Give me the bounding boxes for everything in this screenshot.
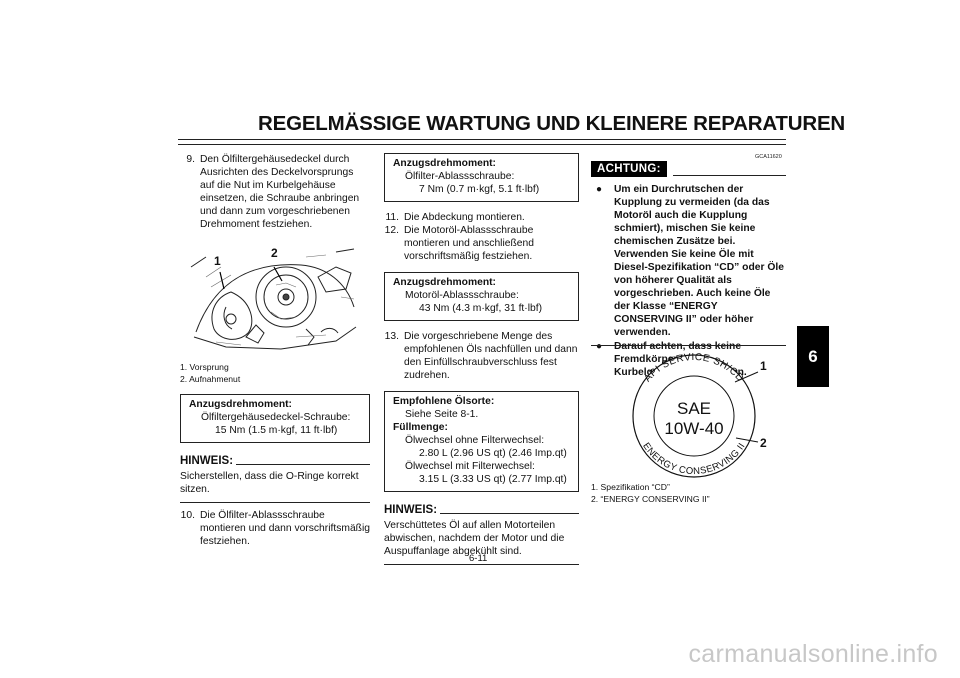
step-number: 10. (180, 510, 195, 521)
spec-title: Anzugsdrehmoment: (393, 158, 496, 169)
bullet-icon: ● (596, 341, 603, 352)
step-number: 9. (186, 154, 195, 165)
figure-legend: 1. Vorsprung 2. Aufnahmenut (180, 361, 370, 385)
caution-rule (672, 175, 786, 176)
chapter-tab: 6 (797, 326, 829, 387)
torque-spec-box: Anzugsdrehmoment: Ölfilter-Ablassschraub… (384, 153, 579, 202)
step-text: Die vorgeschriebene Menge des empfohlene… (404, 331, 578, 381)
watermark: carmanualsonline.info (688, 640, 938, 668)
callout-line-1 (734, 371, 759, 383)
step-11: 11. Die Abdeckung montieren. (384, 211, 579, 224)
with-filter-label: Ölwechsel mit Filterwechsel: (405, 461, 535, 472)
engine-cover-figure: 1 2 (186, 237, 361, 355)
step-text: Den Ölfiltergehäusedeckel durch Ausricht… (200, 154, 360, 230)
caution-item: ● Um ein Durchrutschen der Kupplung zu v… (596, 183, 786, 339)
note-end-rule (384, 564, 579, 565)
legend-item: 1. Vorsprung (180, 362, 229, 372)
note-heading: HINWEIS: (180, 455, 370, 468)
note-end-rule (180, 502, 370, 503)
callout-1: 1 (214, 254, 221, 268)
column-left: 9. Den Ölfiltergehäusedeckel durch Ausri… (180, 153, 370, 548)
note-rule (440, 513, 579, 514)
bullet-icon: ● (596, 184, 603, 195)
callout-2: 2 (271, 246, 278, 260)
note-rule (236, 464, 370, 465)
page-number: 6-11 (469, 553, 488, 564)
fill-quantity-title: Füllmenge: (393, 422, 448, 433)
note-label: HINWEIS: (384, 504, 438, 516)
note-label: HINWEIS: (180, 455, 234, 467)
oil-type-title: Empfohlene Ölsorte: (393, 396, 495, 407)
legend-item: 1. Spezifikation “CD” (591, 482, 670, 492)
oil-type-value: Siehe Seite 8-1. (405, 409, 479, 420)
page-title: REGELMÄSSIGE WARTUNG UND KLEINERE REPARA… (258, 112, 846, 135)
note-heading: HINWEIS: (384, 504, 579, 517)
without-filter-label: Ölwechsel ohne Filterwechsel: (405, 435, 545, 446)
step-text: Die Ölfilter-Ablassschraube montieren un… (200, 510, 370, 547)
spec-value: 43 Nm (4.3 m·kgf, 31 ft·lbf) (419, 303, 543, 314)
caution-end-rule (591, 345, 786, 346)
callout-line-2 (735, 437, 759, 443)
note-text: Verschüttetes Öl auf allen Motorteilen a… (384, 520, 565, 557)
without-filter-value: 2.80 L (2.96 US qt) (2.46 Imp.qt) (419, 448, 567, 459)
spec-item: Motoröl-Ablassschraube: (405, 290, 519, 301)
torque-spec-box: Anzugsdrehmoment: Ölfiltergehäusedeckel-… (180, 394, 370, 443)
api-service-emblem: API SERVICE SH/CD ENERGY CONSERVING II S… (632, 352, 767, 478)
emblem-legend: 1. Spezifikation “CD” 2. “ENERGY CONSERV… (591, 481, 786, 505)
engine-cover-illustration (190, 248, 357, 350)
step-number: 11. (385, 212, 399, 223)
step-text: Die Motoröl-Ablassschraube montieren und… (404, 225, 534, 262)
caution-text: Um ein Durchrutschen der Kupplung zu ver… (614, 184, 784, 338)
spec-title: Anzugsdrehmoment: (393, 277, 496, 288)
torque-spec-box: Anzugsdrehmoment: Motoröl-Ablassschraube… (384, 272, 579, 321)
step-12: 12. Die Motoröl-Ablassschraube montieren… (384, 224, 579, 263)
caution-label: ACHTUNG: (591, 161, 667, 177)
with-filter-value: 3.15 L (3.33 US qt) (2.77 Imp.qt) (419, 474, 567, 485)
step-number: 12. (384, 225, 399, 236)
caution-code: GCA11620 (755, 154, 782, 160)
title-rule (178, 139, 786, 145)
step-13: 13. Die vorgeschriebene Menge des empfoh… (384, 330, 579, 382)
step-number: 13. (384, 331, 399, 342)
spec-value: 15 Nm (1.5 m·kgf, 11 ft·lbf) (215, 425, 338, 436)
note-text: Sicherstellen, dass die O-Ringe korrekt … (180, 471, 359, 495)
column-middle: Anzugsdrehmoment: Ölfilter-Ablassschraub… (384, 153, 579, 565)
emblem-sae-text: SAE (677, 399, 711, 418)
api-emblem-figure: API SERVICE SH/CD ENERGY CONSERVING II S… (618, 352, 788, 480)
emblem-grade-text: 10W-40 (664, 419, 723, 438)
spec-title: Anzugsdrehmoment: (189, 399, 292, 410)
oil-spec-box: Empfohlene Ölsorte: Siehe Seite 8-1. Fül… (384, 391, 579, 492)
step-10: 10. Die Ölfilter-Ablassschraube montiere… (180, 509, 370, 548)
legend-item: 2. “ENERGY CONSERVING II” (591, 494, 710, 504)
callout-1: 1 (760, 359, 767, 373)
spec-value: 7 Nm (0.7 m·kgf, 5.1 ft·lbf) (419, 184, 540, 195)
legend-item: 2. Aufnahmenut (180, 374, 241, 384)
spec-item: Ölfiltergehäusedeckel-Schraube: (201, 412, 351, 423)
step-text: Die Abdeckung montieren. (404, 212, 525, 223)
caution-list: ● Um ein Durchrutschen der Kupplung zu v… (596, 183, 786, 380)
emblem-inner-ring (653, 375, 735, 457)
spec-item: Ölfilter-Ablassschraube: (405, 171, 515, 182)
step-9: 9. Den Ölfiltergehäusedeckel durch Ausri… (180, 153, 370, 231)
callout-2: 2 (760, 436, 767, 450)
caution-heading: ACHTUNG: (591, 161, 786, 177)
